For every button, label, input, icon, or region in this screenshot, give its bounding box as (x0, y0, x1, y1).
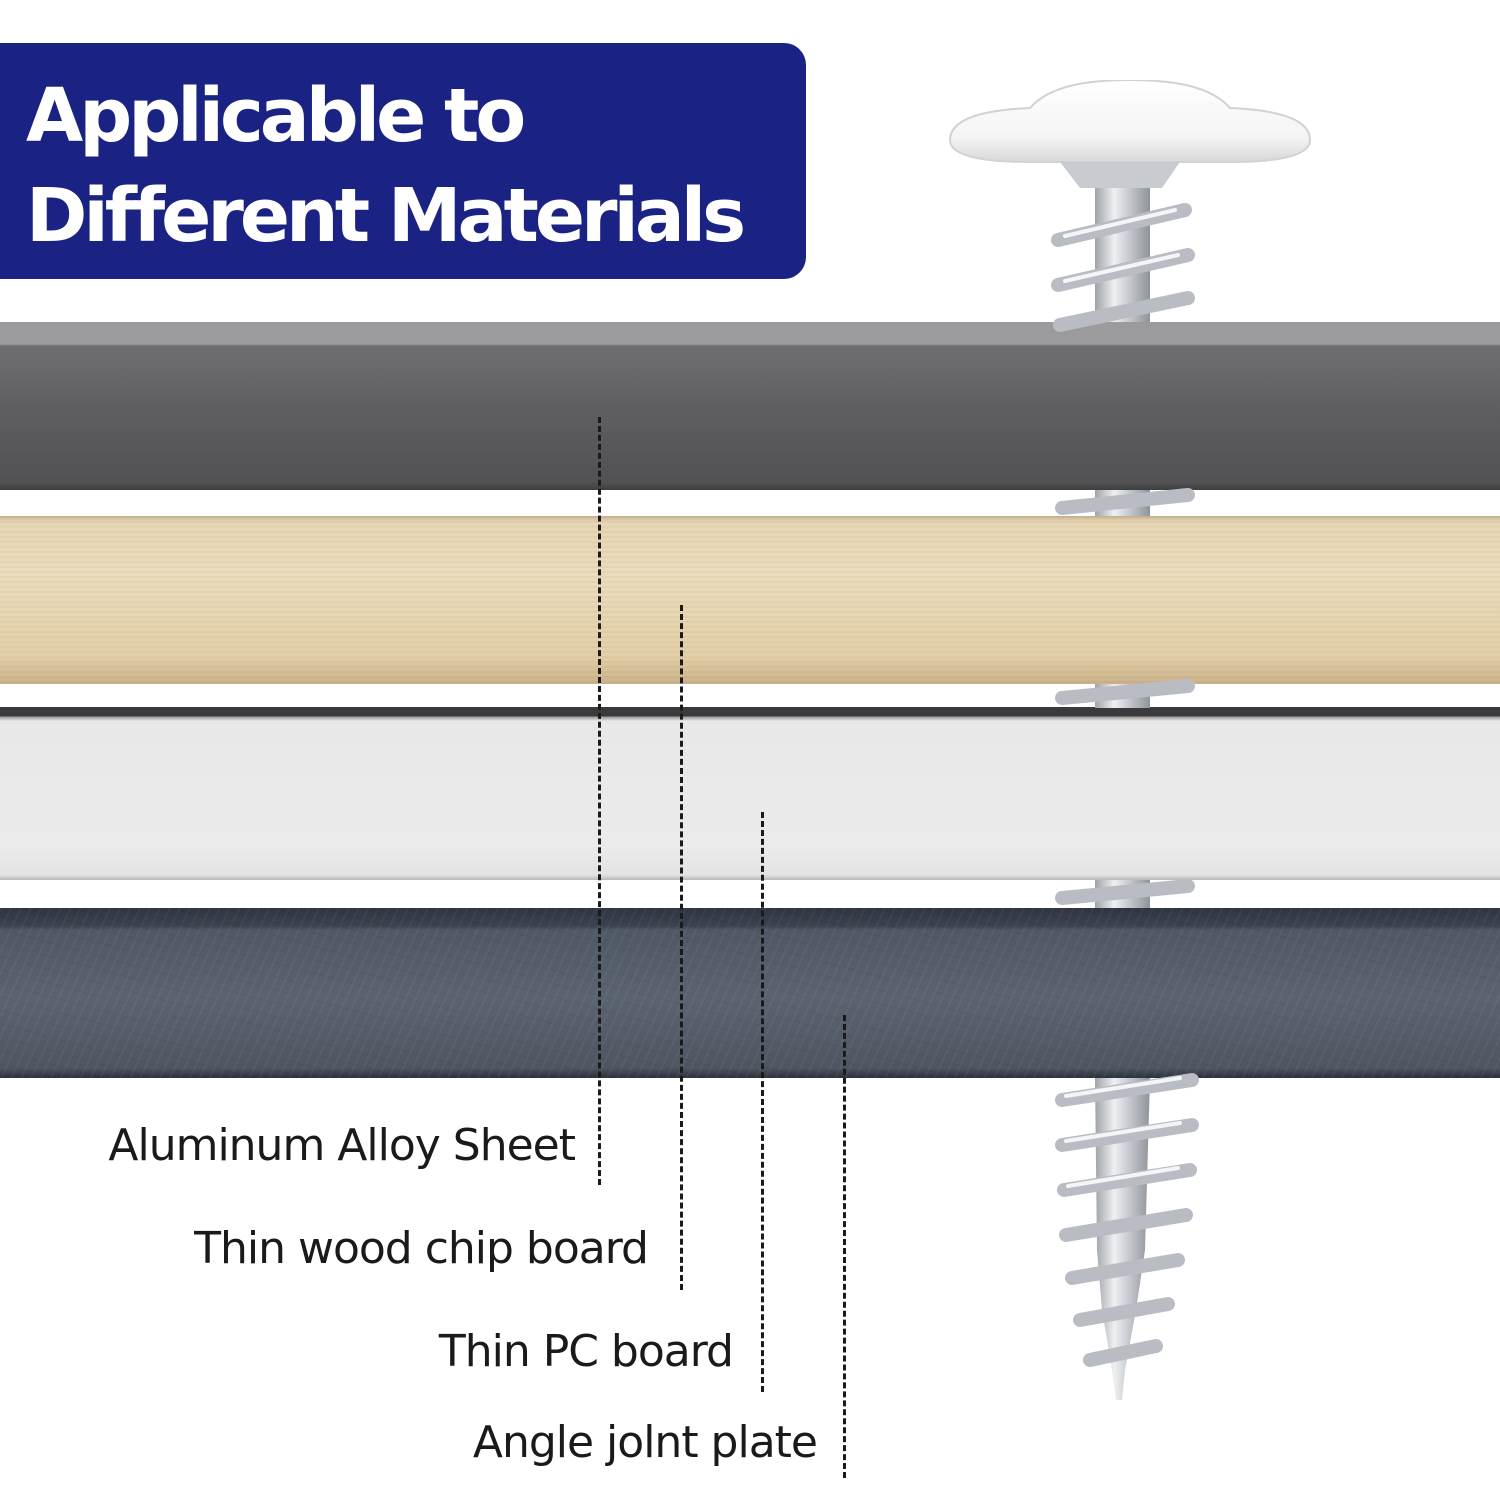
guide-line-aluminum (598, 417, 601, 1185)
screw-illustration (948, 80, 1312, 1400)
label-thin-pc-board: Thin PC board (438, 1326, 734, 1377)
angle-joint-plate-layer (0, 908, 1500, 1078)
label-aluminum-alloy-sheet: Aluminum Alloy Sheet (108, 1120, 576, 1171)
label-thin-wood-chip-board: Thin wood chip board (194, 1223, 649, 1274)
banner-title-line-2: Different Materials (26, 173, 746, 259)
aluminum-alloy-sheet-layer (0, 322, 1500, 490)
screw-thread-highlights (1063, 208, 1182, 1188)
screw-head (948, 80, 1312, 188)
label-angle-joint-plate: Angle jolnt plate (472, 1417, 818, 1468)
guide-line-wood (680, 605, 683, 1290)
screw-threads (1051, 203, 1199, 1367)
guide-line-pc (761, 812, 764, 1392)
wood-chip-board-layer (0, 516, 1500, 684)
guide-line-angle-plate (843, 1015, 846, 1478)
title-banner: Applicable to Different Materials (0, 43, 806, 279)
pc-board-layer (0, 707, 1500, 880)
banner-title-line-1: Applicable to (26, 73, 526, 159)
screw-shank (1095, 150, 1150, 1400)
